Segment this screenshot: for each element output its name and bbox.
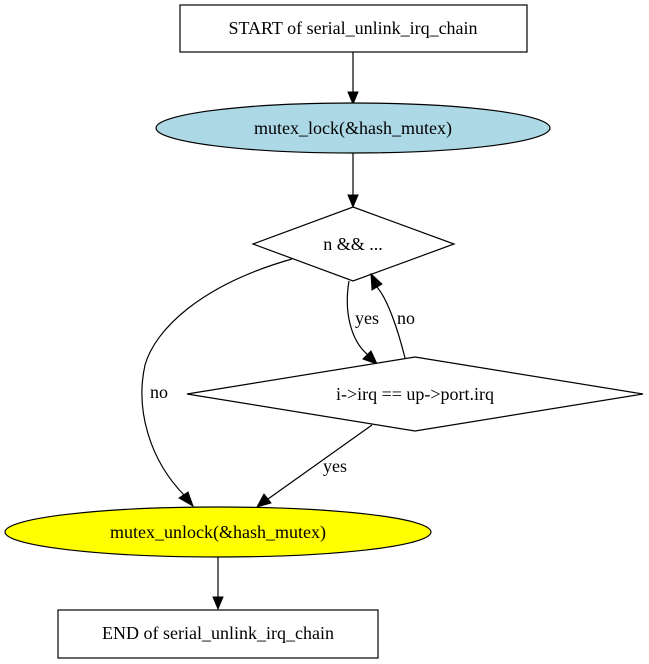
node-mutex-unlock: mutex_unlock(&hash_mutex) bbox=[4, 506, 432, 558]
edge-loop-no-label: no bbox=[150, 382, 168, 402]
edge-lock-to-loop-condition bbox=[347, 153, 359, 209]
edge-loop-no: no bbox=[141, 258, 293, 508]
node-loop-condition: n && ... bbox=[251, 206, 456, 282]
edge-start-to-lock bbox=[347, 52, 359, 106]
edge-loop-yes-label: yes bbox=[355, 308, 379, 328]
edge-loop-yes: yes bbox=[346, 280, 379, 365]
edge-irq-no-back: no bbox=[370, 272, 415, 359]
node-irq-condition-label: i->irq == up->port.irq bbox=[336, 384, 494, 404]
edge-irq-yes-label: yes bbox=[323, 456, 347, 476]
node-end-label: END of serial_unlink_irq_chain bbox=[102, 623, 334, 643]
node-mutex-lock-label: mutex_lock(&hash_mutex) bbox=[254, 118, 452, 139]
node-loop-condition-diamond bbox=[251, 206, 456, 282]
node-loop-condition-label: n && ... bbox=[323, 234, 383, 254]
node-end-box bbox=[57, 609, 379, 659]
node-irq-condition-diamond bbox=[186, 356, 644, 432]
edge-unlock-to-end bbox=[212, 557, 224, 611]
node-irq-condition: i->irq == up->port.irq bbox=[186, 356, 644, 432]
node-start-label: START of serial_unlink_irq_chain bbox=[228, 18, 477, 38]
node-start-box bbox=[179, 4, 528, 53]
edge-irq-no-label: no bbox=[397, 308, 415, 328]
node-start: START of serial_unlink_irq_chain bbox=[179, 4, 528, 53]
node-end: END of serial_unlink_irq_chain bbox=[57, 609, 379, 659]
edge-irq-yes: yes bbox=[255, 424, 373, 508]
node-mutex-unlock-label: mutex_unlock(&hash_mutex) bbox=[110, 522, 326, 543]
node-mutex-lock: mutex_lock(&hash_mutex) bbox=[155, 102, 551, 154]
